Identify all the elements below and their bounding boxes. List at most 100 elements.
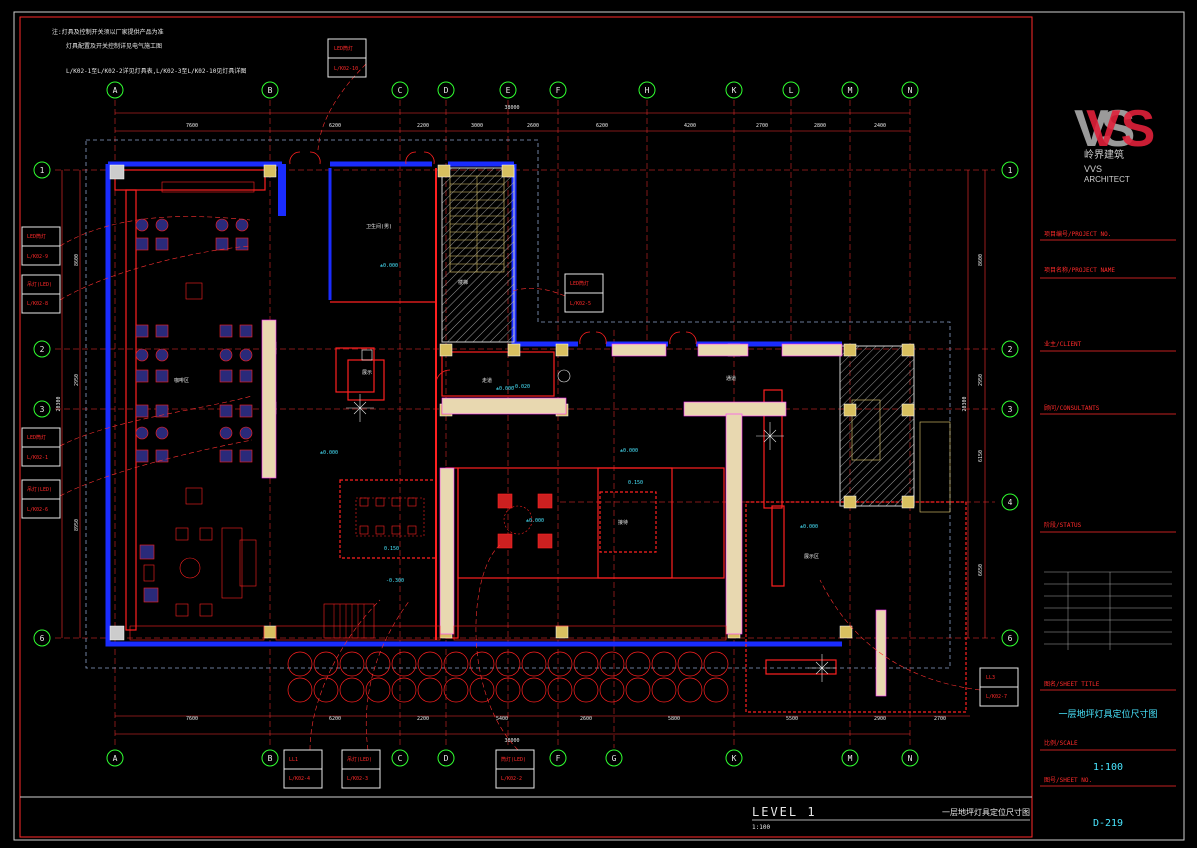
value-scale: 1:100 (1093, 762, 1123, 773)
level-mark-9: 0.150 (384, 546, 399, 552)
grid-bubble-N-bottom: N (901, 749, 919, 767)
dim-top-2: 6200 (329, 123, 341, 129)
note-line-2: 灯具配置及开关控制详见电气施工图 (66, 42, 162, 50)
dim-right-2: 2950 (978, 374, 984, 386)
revision-table (1044, 571, 1172, 650)
grid-bubble-E-top: E (499, 81, 517, 99)
svg-text:L/K02-10: L/K02-10 (334, 66, 358, 72)
svg-text:C: C (398, 754, 403, 763)
svg-text:6: 6 (1008, 634, 1013, 643)
label-consultants: 顾问/CONSULTANTS (1044, 404, 1100, 412)
sheet-title: LEVEL 1 一层地坪灯具定位尺寸图 1:100 (752, 805, 1030, 831)
grid-bubble-C-top: C (391, 81, 409, 99)
dim-bottom-2: 6200 (329, 716, 341, 722)
grid-bubble-F-top: F (549, 81, 567, 99)
dim-bottom-8: 2900 (874, 716, 886, 722)
dim-top-3: 2200 (417, 123, 429, 129)
label-status: 阶段/STATUS (1044, 521, 1082, 529)
svg-text:3: 3 (40, 405, 45, 414)
level-mark-4: -0.020 (512, 384, 530, 390)
grid-bubble-B-top: B (261, 81, 279, 99)
grid-bubble-3-left: 3 (33, 400, 51, 418)
level-mark-7: ±0.000 (496, 386, 514, 392)
level-marks: ±0.000 ±0.000 ±0.000 -0.020 ±0.000 ±0.00… (320, 263, 818, 584)
callout-box-bottom-2: 吊灯(LED) L/K02-3 (341, 749, 381, 789)
svg-text:L/K02-2: L/K02-2 (501, 776, 522, 782)
svg-text:L/K02-5: L/K02-5 (570, 301, 591, 307)
svg-text:LED筒灯: LED筒灯 (334, 45, 353, 52)
svg-text:N: N (908, 754, 913, 763)
sheet-border-drawing (19, 16, 1033, 838)
svg-text:L/K02-7: L/K02-7 (986, 694, 1007, 700)
grid-bubble-K-bottom: K (725, 749, 743, 767)
svg-text:6: 6 (40, 634, 45, 643)
grid-bubble-M-top: M (841, 81, 859, 99)
label-client: 业主/CLIENT (1044, 340, 1082, 348)
callout-box-mid: LED筒灯 L/K02-5 (564, 273, 604, 313)
grid-bubble-2-right: 2 (1001, 340, 1019, 358)
svg-text:L/K02-9: L/K02-9 (27, 254, 48, 260)
callout-box-left-1: LED筒灯 L/K02-9 (21, 226, 61, 266)
dim-top-5: 2600 (527, 123, 539, 129)
level-mark-8: 0.150 (628, 480, 643, 486)
svg-text:L/K02-1: L/K02-1 (27, 455, 48, 461)
note-line-3: L/K02-1至L/K02-2详见灯具表,L/K02-3至L/K02-10见灯具… (66, 67, 246, 75)
grid-column-bubbles: A B C D E F H K L M N A B C D F G K M N (106, 81, 919, 767)
dim-bottom-7: 5500 (786, 716, 798, 722)
level-mark-2: ±0.000 (320, 450, 338, 456)
svg-text:M: M (848, 86, 853, 95)
company-logo: VS VS 岭界建筑 VVS ARCHITECT (1074, 100, 1155, 184)
svg-text:筒灯(LED): 筒灯(LED) (501, 756, 526, 763)
room-label-stair: 楼梯 (458, 279, 468, 286)
svg-text:B: B (268, 754, 273, 763)
svg-text:吊灯(LED): 吊灯(LED) (27, 486, 52, 493)
grid-row-bubbles: 1 2 3 6 1 2 3 4 6 (33, 161, 1019, 647)
svg-text:2: 2 (40, 345, 45, 354)
svg-text:1: 1 (40, 166, 45, 175)
grid-bubble-L-top: L (782, 81, 800, 99)
dim-left-2: 2950 (74, 374, 80, 386)
grid-bubble-D-top: D (437, 81, 455, 99)
dimension-lines (61, 112, 986, 735)
grid-bubble-3-right: 3 (1001, 400, 1019, 418)
callout-leaders (59, 63, 981, 751)
room-label-corridor: 走道 (482, 377, 492, 384)
svg-text:F: F (556, 754, 561, 763)
callout-box-bottom-3: 筒灯(LED) L/K02-2 (495, 749, 535, 789)
plants (346, 369, 836, 682)
sheet-border-outer (13, 11, 1185, 841)
callout-box-top: LED筒灯 L/K02-10 (327, 38, 367, 78)
dim-bottom-3: 2200 (417, 716, 429, 722)
level-mark-1: ±0.000 (380, 263, 398, 269)
svg-text:4: 4 (1008, 498, 1013, 507)
label-project-name: 项目名称/PROJECT NAME (1044, 266, 1115, 274)
title-block: VS VS 岭界建筑 VVS ARCHITECT 项目编号/PROJECT NO… (1040, 100, 1176, 829)
svg-text:LL1: LL1 (289, 757, 298, 763)
furniture (135, 181, 553, 639)
stair-core (441, 167, 915, 507)
svg-text:L/K02-8: L/K02-8 (27, 301, 48, 307)
tree-row (287, 651, 729, 703)
value-sheet-title: 一层地坪灯具定位尺寸图 (1058, 708, 1157, 720)
grid-bubble-K-top: K (725, 81, 743, 99)
grid-bubble-A-top: A (106, 81, 124, 99)
grid-bubble-6-right: 6 (1001, 629, 1019, 647)
label-sheet-no: 图号/SHEET NO. (1044, 777, 1092, 784)
dim-top-8: 2700 (756, 123, 768, 129)
room-labels: 卫生间(男) 楼梯 咖啡区 走道 展示 通道 接待 展示区 (174, 223, 819, 560)
svg-text:L/K02-4: L/K02-4 (289, 776, 310, 782)
dim-left-overall: 20300 (56, 396, 62, 411)
grid-bubble-A-bottom: A (106, 749, 124, 767)
room-label-restroom: 卫生间(男) (366, 223, 392, 230)
doors (289, 151, 697, 385)
svg-text:A: A (113, 86, 118, 95)
room-label-reception: 接待 (618, 519, 628, 526)
svg-text:1: 1 (1008, 166, 1013, 175)
grid-bubble-H-top: H (638, 81, 656, 99)
room-label-passage: 通道 (726, 375, 736, 382)
svg-text:D: D (444, 86, 449, 95)
grid-bubble-1-left: 1 (33, 161, 51, 179)
svg-text:VVS: VVS (1084, 164, 1102, 174)
dim-right-1: 8600 (978, 254, 984, 266)
